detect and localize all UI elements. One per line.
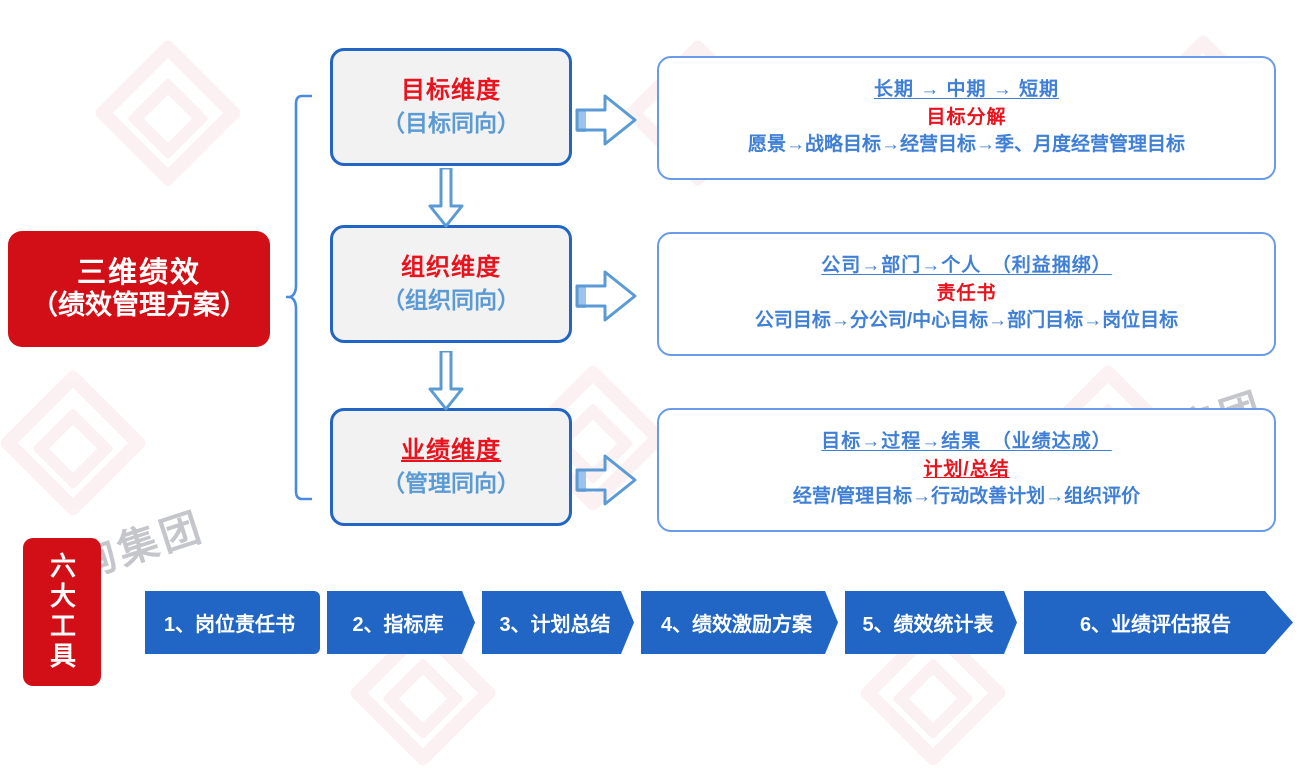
panel-flow: 愿景→战略目标→经营目标→季、月度经营管理目标 <box>747 134 1185 156</box>
tools-chevron-bar: 1、岗位责任书 2、指标库 3、计划总结 4、绩效激励方案 5、绩效统计表 6、… <box>145 591 1293 654</box>
master-title-block: 三维绩效 （绩效管理方案） <box>8 231 270 347</box>
watermark-logo <box>93 38 243 188</box>
tool-item-3[interactable]: 3、计划总结 <box>482 591 634 654</box>
dimension-title: 组织维度 <box>401 253 501 281</box>
panel-headline: 目标→过程→结果 （业绩达成） <box>821 430 1112 452</box>
dimension-card-organization[interactable]: 组织维度 （组织同向） <box>330 225 572 343</box>
tool-item-2[interactable]: 2、指标库 <box>327 591 475 654</box>
right-block-arrow-icon <box>575 454 637 506</box>
tool-item-label: 2、指标库 <box>352 614 444 636</box>
watermark-logo <box>0 368 148 518</box>
down-arrow-icon <box>428 351 464 411</box>
panel-flow: 经营/管理目标→行动改善计划→组织评价 <box>792 486 1141 508</box>
tool-item-4[interactable]: 4、绩效激励方案 <box>641 591 838 654</box>
tool-item-label: 3、计划总结 <box>499 614 611 636</box>
master-title-line2: （绩效管理方案） <box>31 290 247 321</box>
dimension-subtitle: （目标同向） <box>382 109 520 136</box>
dimension-subtitle: （组织同向） <box>382 286 520 313</box>
detail-panel-goal[interactable]: 长期 → 中期 → 短期 目标分解 愿景→战略目标→经营目标→季、月度经营管理目… <box>657 56 1276 180</box>
right-block-arrow-icon <box>575 94 637 146</box>
dimension-subtitle: （管理同向） <box>382 469 520 496</box>
six-tools-label-text: 六大工具 <box>46 552 77 672</box>
master-title-line1: 三维绩效 <box>76 256 201 289</box>
tool-item-label: 5、绩效统计表 <box>862 614 994 636</box>
six-tools-label: 六大工具 <box>23 538 101 686</box>
detail-panel-organization[interactable]: 公司→部门→个人 （利益捆绑） 责任书 公司目标→分公司/中心目标→部门目标→岗… <box>657 232 1276 356</box>
tool-item-label: 4、绩效激励方案 <box>660 614 813 636</box>
panel-keyword: 计划/总结 <box>923 458 1010 480</box>
dimension-title: 目标维度 <box>401 76 501 104</box>
panel-headline: 长期 → 中期 → 短期 <box>873 78 1060 100</box>
detail-panel-performance[interactable]: 目标→过程→结果 （业绩达成） 计划/总结 经营/管理目标→行动改善计划→组织评… <box>657 408 1276 532</box>
tool-item-label: 1、岗位责任书 <box>163 614 296 636</box>
right-block-arrow-icon <box>575 270 637 322</box>
brace-connector-icon <box>286 94 312 501</box>
tool-item-1[interactable]: 1、岗位责任书 <box>145 591 320 654</box>
panel-keyword: 责任书 <box>936 282 997 304</box>
down-arrow-icon <box>428 168 464 228</box>
dimension-card-performance[interactable]: 业绩维度 （管理同向） <box>330 408 572 526</box>
dimension-card-goal[interactable]: 目标维度 （目标同向） <box>330 48 572 166</box>
tool-item-label: 6、业绩评估报告 <box>1079 614 1232 636</box>
panel-headline: 公司→部门→个人 （利益捆绑） <box>821 254 1112 276</box>
dimension-title: 业绩维度 <box>401 436 501 464</box>
tool-item-5[interactable]: 5、绩效统计表 <box>845 591 1017 654</box>
panel-flow: 公司目标→分公司/中心目标→部门目标→岗位目标 <box>754 310 1179 332</box>
panel-keyword: 目标分解 <box>926 106 1007 128</box>
tool-item-6[interactable]: 6、业绩评估报告 <box>1024 591 1293 654</box>
